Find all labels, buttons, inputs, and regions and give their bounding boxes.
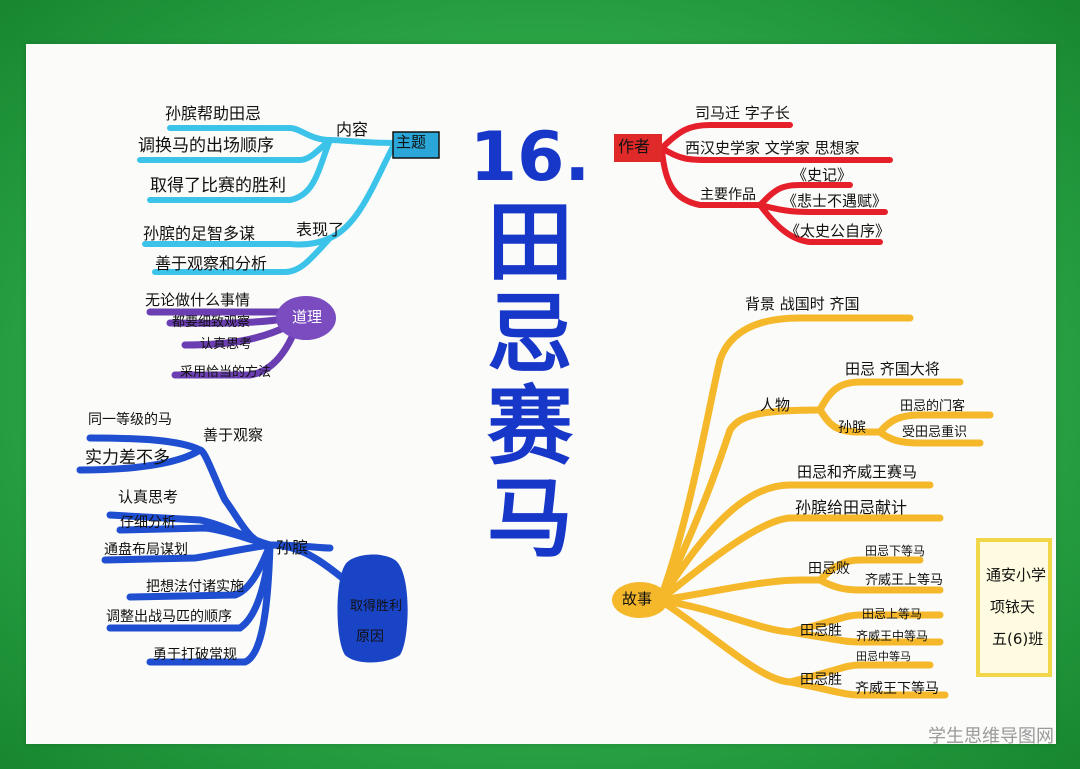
- theme-show-item: 善于观察和分析: [155, 254, 268, 273]
- think-item: 仔细分析: [120, 515, 176, 531]
- lose-item: 齐威王上等马: [865, 573, 944, 588]
- author-works-label: 主要作品: [700, 187, 756, 203]
- observe-item: 同一等级的马: [88, 412, 172, 428]
- story-race1: 田忌和齐威王赛马: [797, 463, 918, 481]
- theme-node: [392, 131, 440, 159]
- story-lose-label: 田忌败: [808, 561, 850, 577]
- title-char-1: 田: [487, 193, 573, 293]
- principle-item: 采用恰当的方法: [180, 365, 272, 380]
- win1-item: 田忌上等马: [862, 607, 923, 621]
- act-item: 勇于打破常规: [153, 647, 237, 663]
- signature-school: 通安小学: [986, 566, 1047, 584]
- signature-name: 项铱天: [990, 598, 1036, 616]
- think-item: 认真思考: [118, 488, 179, 506]
- theme-branch-show: 表现了: [296, 220, 345, 239]
- author-node: [614, 134, 662, 162]
- win-reason-branch-observe: 善于观察: [203, 426, 264, 444]
- win1-item: 齐威王中等马: [856, 629, 929, 643]
- win-reason-sub-center: 孙膑: [276, 538, 309, 557]
- title-char-3: 赛: [487, 377, 573, 477]
- sunbin-item: 田忌的门客: [900, 399, 966, 414]
- author-work: 《史记》: [792, 166, 853, 184]
- theme-content-item: 取得了比赛的胜利: [150, 176, 286, 196]
- theme-content-item: 调换马的出场顺序: [138, 136, 274, 156]
- story-node: [612, 582, 668, 618]
- story-sunbin: 孙膑: [838, 420, 866, 436]
- title-char-4: 马: [487, 469, 573, 569]
- story-tianji: 田忌 齐国大将: [845, 360, 940, 378]
- win2-item: 齐威王下等马: [855, 681, 939, 697]
- title-char-2: 忌: [487, 285, 573, 385]
- theme-branch-content: 内容: [336, 120, 369, 139]
- story-win1-label: 田忌胜: [800, 623, 842, 639]
- author-name: 司马迁 字子长: [695, 104, 790, 122]
- theme-center-label: 主题: [396, 133, 427, 151]
- story-center-label: 故事: [622, 590, 653, 608]
- act-item: 把想法付诸实施: [146, 579, 244, 595]
- win2-item: 田忌中等马: [856, 650, 911, 663]
- watermark: 学生思维导图网: [928, 726, 1054, 747]
- principle-node: [276, 296, 336, 340]
- author-roles: 西汉史学家 文学家 思想家: [685, 139, 860, 157]
- theme-content-item: 孙膑帮助田忌: [165, 104, 262, 123]
- lose-item: 田忌下等马: [865, 544, 926, 558]
- principle-item: 认真思考: [200, 337, 253, 352]
- observe-item: 实力差不多: [85, 448, 170, 468]
- story-people-label: 人物: [760, 396, 791, 414]
- theme-show-item: 孙膑的足智多谋: [143, 224, 256, 243]
- author-work: 《太史公自序》: [785, 222, 891, 240]
- title-number: 16.: [469, 118, 591, 197]
- principle-item: 都要细致观察: [172, 315, 251, 330]
- win-reason-center-line2: 原因: [356, 629, 384, 645]
- story-race2: 孙膑给田忌献计: [795, 498, 908, 517]
- win-reason-node: [337, 554, 408, 663]
- principle-center-label: 道理: [292, 308, 323, 326]
- title: 16. 田 忌 赛 马: [460, 118, 600, 565]
- author-work: 《悲士不遇赋》: [782, 192, 888, 210]
- story-win2-label: 田忌胜: [800, 672, 842, 688]
- signature-class: 五(6)班: [992, 630, 1044, 648]
- sunbin-item: 受田忌重识: [902, 425, 968, 440]
- act-item: 调整出战马匹的顺序: [106, 609, 232, 625]
- author-center-label: 作者: [618, 137, 651, 156]
- story-background: 背景 战国时 齐国: [745, 295, 860, 313]
- signature-box: [976, 538, 1052, 677]
- principle-item: 无论做什么事情: [145, 291, 251, 309]
- think-item: 通盘布局谋划: [104, 542, 188, 558]
- win-reason-center-line1: 取得胜利: [350, 599, 403, 614]
